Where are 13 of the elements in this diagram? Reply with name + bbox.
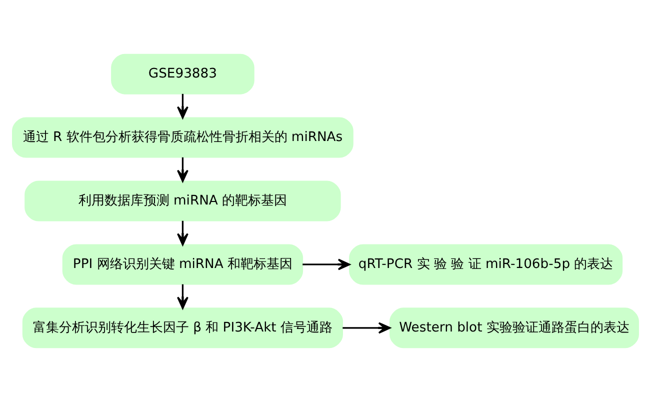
arrow: [302, 258, 350, 270]
node-box: GSE93883: [111, 54, 254, 94]
node-box: 利用数据库预测 miRNA 的靶标基因: [24, 180, 341, 222]
node-box: 富集分析识别转化生长因子 β 和 PI3K-Akt 信号通路: [22, 308, 343, 348]
arrow: [176, 284, 188, 310]
node-box: PPI 网络识别关键 miRNA 和靶标基因: [62, 244, 304, 285]
arrow: [176, 94, 188, 119]
node-box: qRT-PCR 实 验 验 证 miR-106b-5p 的表达: [349, 244, 623, 285]
arrow: [176, 157, 188, 182]
node-box: 通过 R 软件包分析获得骨质疏松性骨折相关的 miRNAs: [12, 117, 354, 158]
arrow: [342, 322, 391, 334]
node-box: Western blot 实验验证通路蛋白的表达: [390, 308, 639, 348]
arrow: [176, 220, 188, 246]
